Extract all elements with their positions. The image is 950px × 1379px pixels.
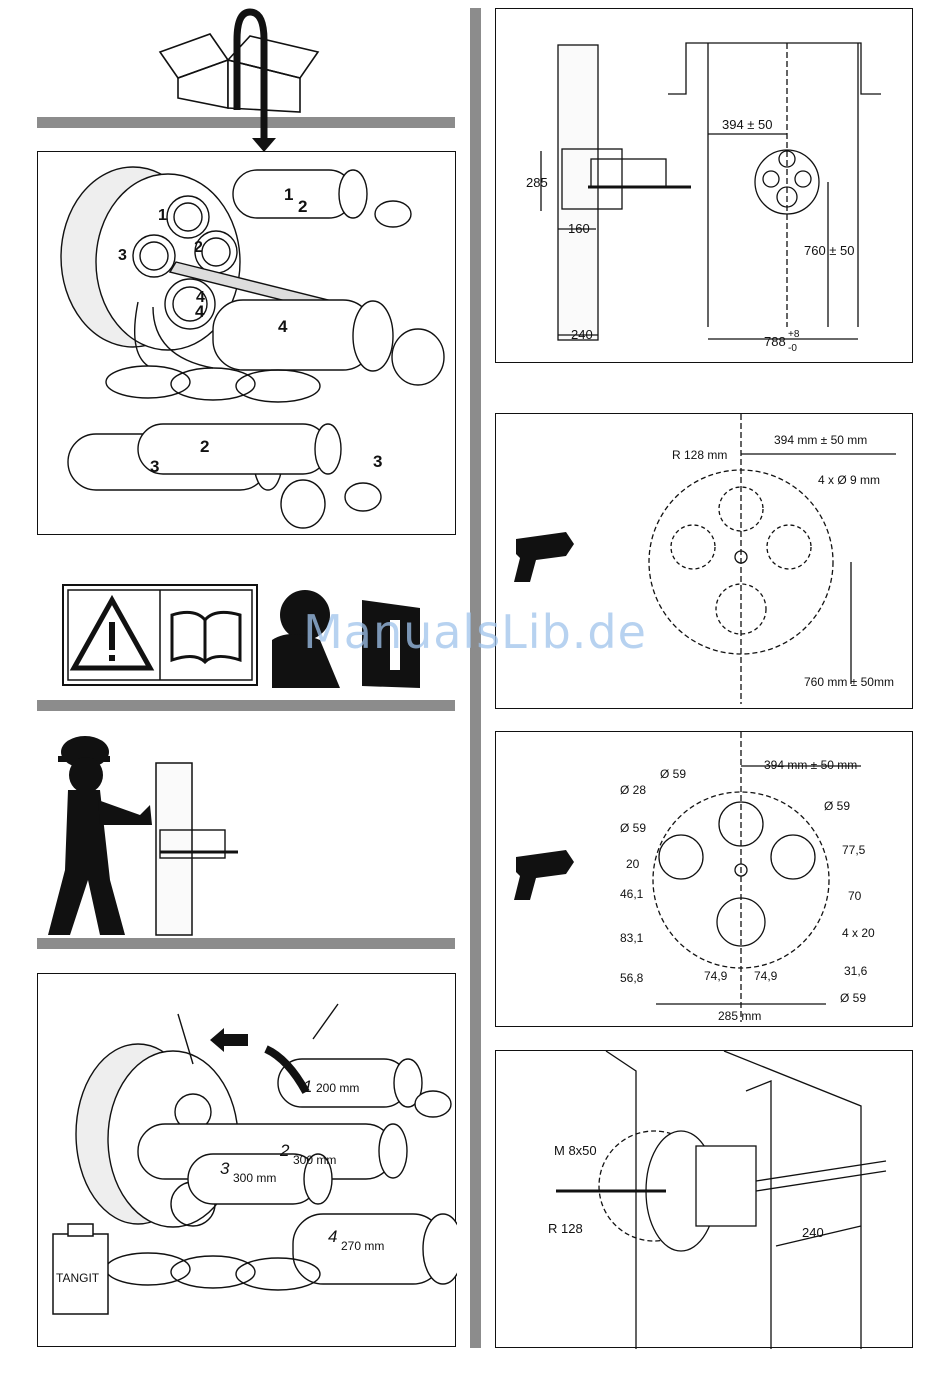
dim-d59-bottom: Ø 59 xyxy=(840,991,866,1005)
dim-offset-x: 394 ± 50 xyxy=(722,117,773,132)
drill-icon xyxy=(514,532,574,582)
dim-74-9b: 74,9 xyxy=(754,969,778,983)
thickness-label: 240 xyxy=(802,1225,824,1240)
dim-tol-minus: -0 xyxy=(788,343,797,354)
pipe-1-length: 200 mm xyxy=(316,1081,359,1095)
template-offset-x: 394 mm ± 50 mm xyxy=(774,433,867,447)
dim-height: 285 xyxy=(526,175,548,190)
pipe-3-length: 300 mm xyxy=(233,1171,276,1185)
template-offset-y: 760 mm ± 50mm xyxy=(804,675,894,689)
template-holes: 4 x Ø 9 mm xyxy=(818,473,880,487)
pipe-2-length: 300 mm xyxy=(293,1153,336,1167)
dim-offset-y: 760 ± 50 xyxy=(804,243,855,258)
dim-77-5: 77,5 xyxy=(842,843,866,857)
radius-label: R 128 xyxy=(548,1221,583,1236)
template-radius: R 128 mm xyxy=(672,448,727,462)
dim-70: 70 xyxy=(848,889,862,903)
pipe-3-number: 3 xyxy=(220,1159,230,1178)
pipe-4-number: 4 xyxy=(328,1227,337,1246)
dim-offset-x: 394 mm ± 50 mm xyxy=(764,758,857,772)
pipe-2-number: 2 xyxy=(279,1141,290,1160)
dim-285: 285 mm xyxy=(718,1009,761,1023)
dim-width: 788 xyxy=(764,334,786,349)
dim-74-9a: 74,9 xyxy=(704,969,728,983)
bolt-label: M 8x50 xyxy=(554,1143,597,1158)
tangit-label: TANGIT xyxy=(56,1271,100,1285)
mounting-panel: M 8x50 R 128 240 xyxy=(495,1050,913,1348)
dim-31-6: 31,6 xyxy=(844,964,868,978)
dim-tol-plus: +8 xyxy=(788,329,800,340)
drill-icon xyxy=(514,850,574,900)
dim-20: 20 xyxy=(626,857,640,871)
wall-installation-panel: 285 160 240 394 ± 50 760 ± 50 788 +8 -0 xyxy=(495,8,913,363)
dim-56-8: 56,8 xyxy=(620,971,644,985)
hole-dimensions-panel: 394 mm ± 50 mm Ø 59 Ø 28 Ø 59 Ø 59 20 77… xyxy=(495,731,913,1027)
dim-d59-left: Ø 59 xyxy=(620,821,646,835)
dim-depth: 160 xyxy=(568,221,590,236)
dim-wall-thickness: 240 xyxy=(571,327,593,342)
pipe-1-number: 1 xyxy=(303,1077,312,1096)
drilling-template-panel: 394 mm ± 50 mm R 128 mm 4 x Ø 9 mm 760 m… xyxy=(495,413,913,709)
dim-d28: Ø 28 xyxy=(620,783,646,797)
pipe-assembly-panel: TANGIT 1 200 mm 2 300 mm 3 300 mm 4 270 … xyxy=(37,973,456,1347)
dim-d59-top: Ø 59 xyxy=(660,767,686,781)
pipe-4-length: 270 mm xyxy=(341,1239,384,1253)
column-divider xyxy=(470,8,481,1348)
dim-d59-right: Ø 59 xyxy=(824,799,850,813)
dim-83-1: 83,1 xyxy=(620,931,644,945)
installer-at-wall-illustration xyxy=(0,0,470,940)
tangit-can-icon: TANGIT xyxy=(53,1224,108,1314)
dim-4x20: 4 x 20 xyxy=(842,926,875,940)
dim-46-1: 46,1 xyxy=(620,887,644,901)
